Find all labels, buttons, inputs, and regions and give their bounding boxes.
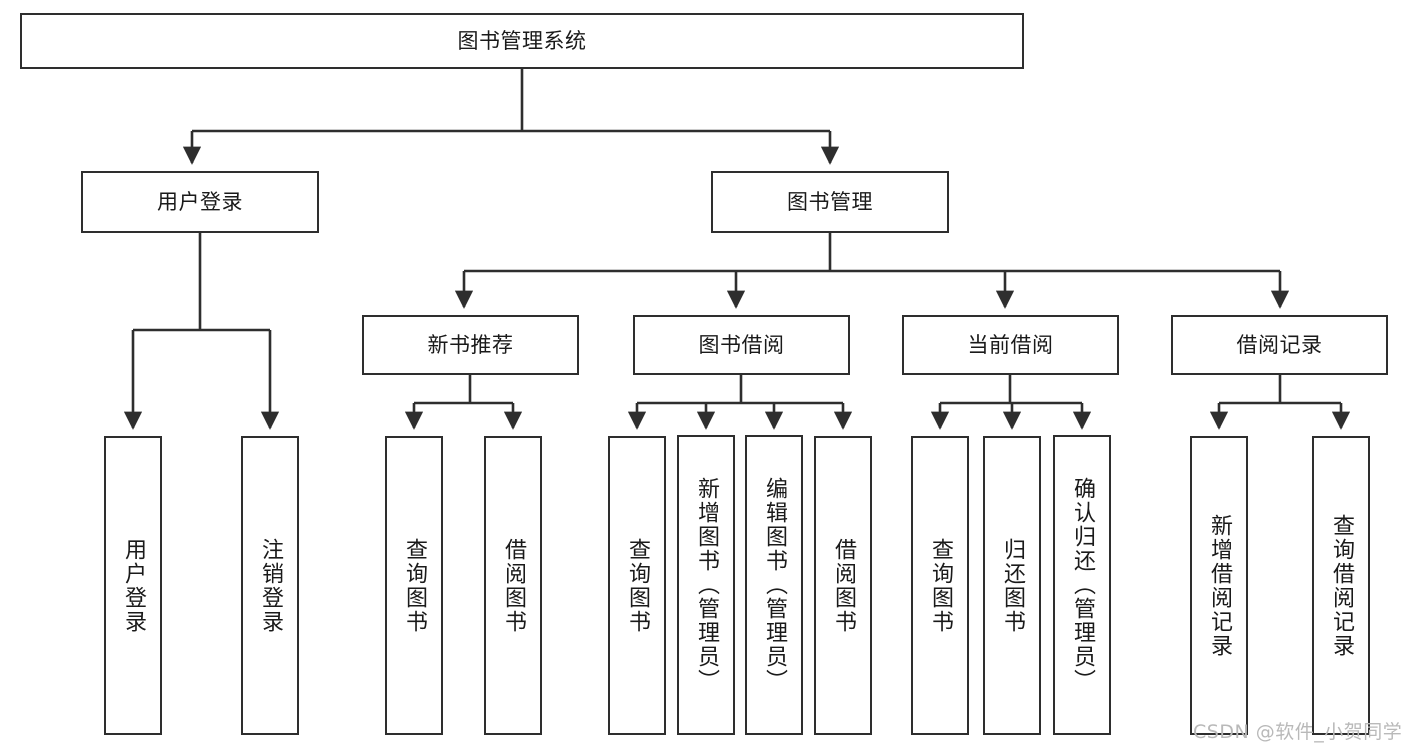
node-label: 图书借阅	[698, 332, 785, 357]
node-label: 当前借阅	[967, 332, 1054, 357]
node-label: 用户登录	[157, 189, 243, 214]
watermark-text: CSDN @软件_小贺同学	[1193, 721, 1403, 743]
node-label: 查询图书	[625, 537, 650, 634]
edges-root-to-level1	[182, 69, 840, 165]
node-label: 查询图书	[928, 537, 953, 634]
node-leaf-borrow-book-recommend[interactable]: 借阅图书	[484, 436, 542, 735]
node-leaf-edit-book-admin[interactable]: 编辑图书（管理员）	[745, 435, 803, 735]
node-leaf-add-borrow-record[interactable]: 新增借阅记录	[1190, 436, 1248, 735]
node-label: 新增借阅记录	[1207, 513, 1232, 658]
node-leaf-query-book-borrow[interactable]: 查询图书	[608, 436, 666, 735]
node-leaf-query-borrow-record[interactable]: 查询借阅记录	[1312, 436, 1370, 735]
node-label: 注销登录	[258, 537, 283, 634]
node-leaf-confirm-return-admin[interactable]: 确认归还（管理员）	[1053, 435, 1111, 735]
node-label: 查询图书	[402, 537, 427, 634]
node-leaf-user-login[interactable]: 用户登录	[104, 436, 162, 735]
node-user-login[interactable]: 用户登录	[81, 171, 319, 233]
node-label: 查询借阅记录	[1329, 513, 1354, 658]
edges-book-management-to-level2	[454, 233, 1290, 309]
node-label: 图书管理	[787, 189, 873, 214]
node-label: 用户登录	[121, 537, 146, 634]
node-label: 借阅图书	[501, 537, 526, 634]
edges-current-borrow-to-leaves	[930, 375, 1092, 430]
node-label: 借阅图书	[831, 537, 856, 634]
edges-user-login-to-leaves	[123, 233, 280, 430]
node-label: 归还图书	[1000, 537, 1025, 634]
node-label: 新书推荐	[427, 332, 514, 357]
node-leaf-add-book-admin[interactable]: 新增图书（管理员）	[677, 435, 735, 735]
node-label: 图书管理系统	[457, 28, 587, 53]
node-label: 借阅记录	[1236, 332, 1323, 357]
node-label: 编辑图书（管理员）	[762, 477, 787, 693]
node-new-book-recommend[interactable]: 新书推荐	[362, 315, 579, 375]
node-leaf-query-book-current[interactable]: 查询图书	[911, 436, 969, 735]
edges-borrow-record-to-leaves	[1209, 375, 1351, 430]
node-label: 确认归还（管理员）	[1070, 477, 1095, 693]
node-book-borrow[interactable]: 图书借阅	[633, 315, 850, 375]
edges-book-borrow-to-leaves	[627, 375, 853, 430]
node-leaf-user-logout[interactable]: 注销登录	[241, 436, 299, 735]
node-book-management[interactable]: 图书管理	[711, 171, 949, 233]
node-root-system[interactable]: 图书管理系统	[20, 13, 1024, 69]
node-leaf-borrow-book[interactable]: 借阅图书	[814, 436, 872, 735]
node-leaf-query-book-recommend[interactable]: 查询图书	[385, 436, 443, 735]
node-borrow-record[interactable]: 借阅记录	[1171, 315, 1388, 375]
node-leaf-return-book[interactable]: 归还图书	[983, 436, 1041, 735]
edges-new-book-recommend-to-leaves	[404, 375, 523, 430]
node-current-borrow[interactable]: 当前借阅	[902, 315, 1119, 375]
node-label: 新增图书（管理员）	[694, 477, 719, 693]
